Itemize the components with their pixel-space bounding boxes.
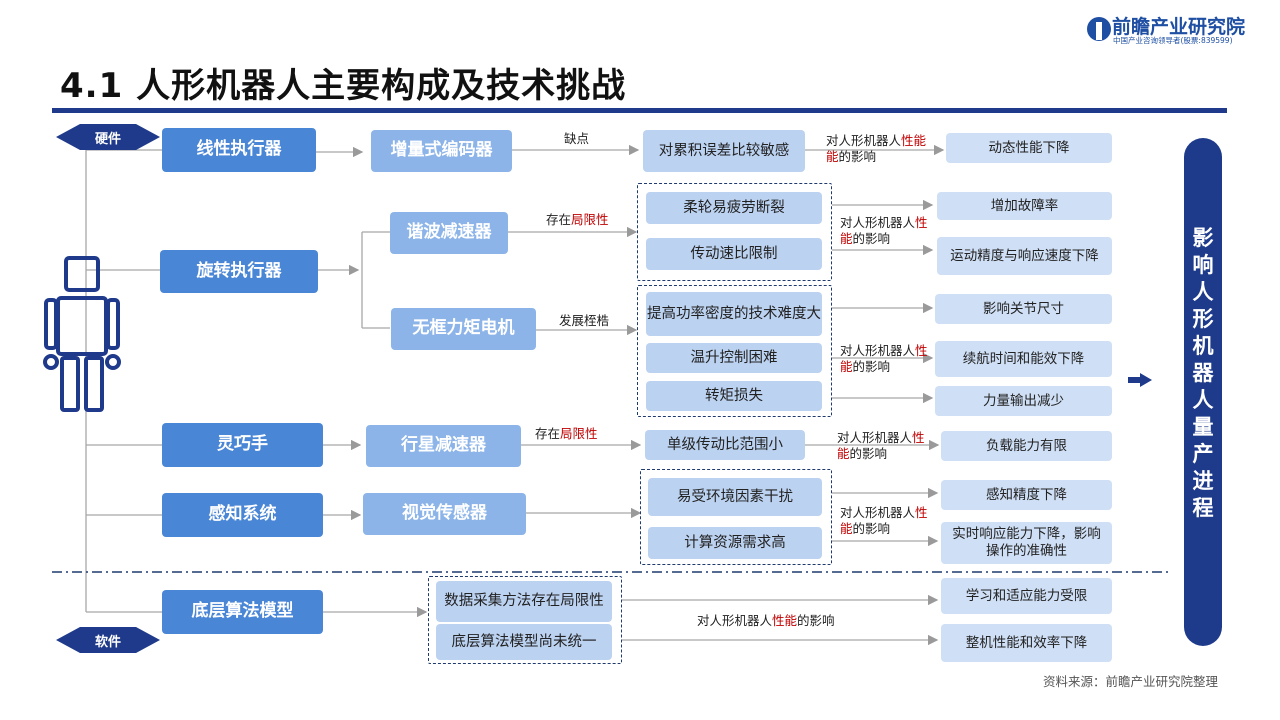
part-vision-sensor: 视觉传感器 (363, 493, 526, 535)
effect-endurance: 续航时间和能效下降 (935, 341, 1112, 377)
edge-label-bottleneck: 发展桎梏 (559, 313, 610, 328)
part-planetary-reducer: 行星减速器 (366, 425, 521, 467)
outcome-capsule (1184, 138, 1222, 646)
effect-perception-precision: 感知精度下降 (941, 480, 1112, 510)
hardware-hexagon (56, 124, 160, 150)
impact-label-5: 对人形机器人性能的影响 (840, 505, 928, 536)
edge-label-limitation-2: 存在局限性 (535, 426, 598, 441)
edge-label-limitation-1: 存在局限性 (546, 212, 609, 227)
effect-learning-limited: 学习和适应能力受限 (941, 578, 1112, 614)
page-title: 4.1 人形机器人主要构成及技术挑战 (60, 66, 627, 106)
part-incremental-encoder: 增量式编码器 (371, 130, 512, 172)
component-rotary-actuator: 旋转执行器 (160, 250, 318, 293)
problem-temperature-control: 温升控制困难 (646, 343, 822, 373)
logo-icon (1087, 17, 1111, 41)
problem-torque-loss: 转矩损失 (646, 381, 822, 411)
component-linear-actuator: 线性执行器 (162, 128, 316, 172)
problem-flexspline-fatigue: 柔轮易疲劳断裂 (646, 192, 822, 224)
part-frameless-torque-motor: 无框力矩电机 (391, 308, 536, 350)
component-dexterous-hand: 灵巧手 (162, 423, 323, 467)
problem-single-stage-ratio: 单级传动比范围小 (645, 430, 805, 460)
effect-joint-size: 影响关节尺寸 (935, 294, 1112, 324)
problem-data-collection: 数据采集方法存在局限性 (436, 581, 612, 622)
problem-cumulative-error: 对累积误差比较敏感 (643, 130, 805, 172)
impact-label-3: 对人形机器人性能的影响 (840, 343, 928, 374)
group-motor-problems (637, 285, 832, 417)
software-label: 软件 (94, 635, 121, 650)
outcome-arrow (1128, 373, 1152, 387)
impact-label-4: 对人形机器人性能的影响 (837, 430, 925, 461)
effect-force-output: 力量输出减少 (935, 386, 1112, 416)
effect-motion-precision: 运动精度与响应速度下降 (937, 237, 1112, 275)
impact-label-1: 对人形机器人性能能的影响 (826, 133, 927, 164)
title-underline (52, 108, 1227, 113)
group-vision-problems (640, 469, 832, 565)
software-hexagon (56, 627, 160, 653)
impact-label-6: 对人形机器人性能的影响 (697, 613, 835, 628)
problem-power-density: 提高功率密度的技术难度大 (646, 292, 822, 336)
problem-compute-demand: 计算资源需求高 (648, 527, 822, 559)
effect-failure-rate: 增加故障率 (937, 192, 1112, 220)
edge-label-defect: 缺点 (564, 131, 590, 146)
component-perception-system: 感知系统 (162, 493, 323, 537)
logo-name: 前瞻产业研究院 (1112, 16, 1246, 38)
problem-ratio-limit: 传动速比限制 (646, 238, 822, 270)
effect-overall-performance: 整机性能和效率下降 (941, 624, 1112, 662)
group-algorithm-problems (428, 576, 622, 664)
source-note: 资料来源：前瞻产业研究院整理 (1042, 674, 1218, 689)
effect-dynamic-performance: 动态性能下降 (946, 133, 1112, 163)
problem-model-not-unified: 底层算法模型尚未统一 (436, 624, 612, 660)
outcome-text: 影响人形机器人量产进程 (1192, 226, 1214, 520)
logo-subtitle: 中国产业咨询领导者(股票:839599) (1113, 36, 1233, 45)
component-base-algorithm: 底层算法模型 (162, 590, 323, 634)
problem-environment-interference: 易受环境因素干扰 (648, 478, 822, 516)
effect-realtime-response: 实时响应能力下降，影响操作的准确性 (941, 522, 1112, 564)
effect-load-capacity: 负载能力有限 (941, 431, 1112, 461)
impact-label-2: 对人形机器人性能的影响 (840, 215, 928, 246)
hardware-label: 硬件 (94, 132, 121, 147)
group-harmonic-problems (637, 183, 832, 281)
part-harmonic-reducer: 谐波减速器 (390, 212, 508, 254)
robot-icon (43, 256, 121, 412)
